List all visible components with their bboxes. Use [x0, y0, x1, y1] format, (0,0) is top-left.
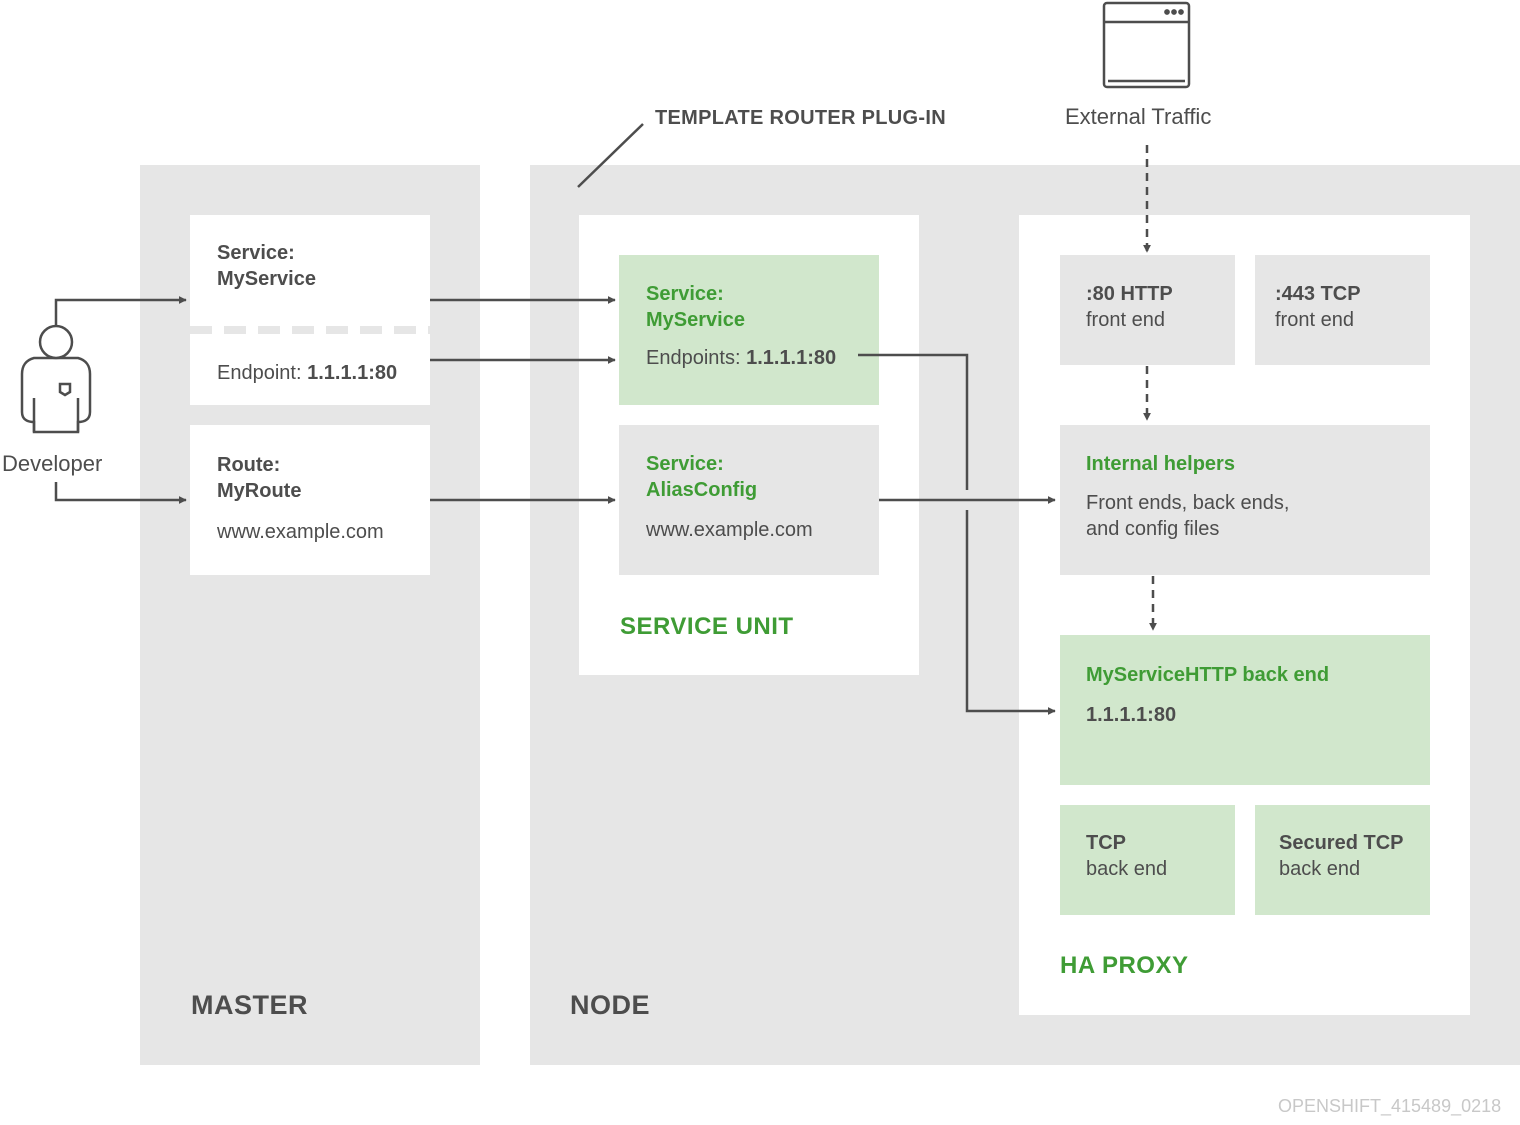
http-back-title: MyServiceHTTP back end [1086, 664, 1330, 686]
http-front-title: :80 HTTP [1086, 283, 1173, 305]
secured-back-sub: back end [1279, 858, 1361, 880]
developer-label: Developer [2, 451, 103, 476]
master-service-card[interactable] [190, 215, 430, 405]
tcp-front-end-box[interactable] [1255, 255, 1430, 365]
secured-back-title: Secured TCP [1279, 832, 1404, 854]
plugin-pointer-line [577, 123, 644, 188]
tcp-front-sub: front end [1275, 309, 1354, 331]
master-service-title: Service: [217, 242, 295, 264]
http-front-end-box[interactable] [1060, 255, 1235, 365]
http-front-sub: front end [1086, 309, 1165, 331]
su-service-title: Service: [646, 283, 724, 305]
developer-to-service-arrow [54, 296, 187, 326]
su-endpoints-prefix: Endpoints: [646, 347, 741, 369]
external-traffic-label: External Traffic [1065, 104, 1212, 129]
master-route-host: www.example.com [217, 521, 384, 543]
master-endpoint: Endpoint: 1.1.1.1:80 [217, 360, 397, 386]
su-service-name: MyService [646, 309, 745, 331]
master-endpoint-value: 1.1.1.1:80 [307, 362, 398, 384]
http-back-value: 1.1.1.1:80 [1086, 704, 1177, 726]
http-back-end-box[interactable] [1060, 635, 1430, 785]
master-service-name: MyService [217, 268, 316, 290]
ha-proxy-label: HA PROXY [1060, 952, 1189, 979]
endpoints-to-backend-arrow [858, 353, 1055, 711]
internal-helpers-box[interactable] [1060, 425, 1430, 575]
browser-window-icon [1102, 1, 1191, 89]
service-unit-label: SERVICE UNIT [620, 613, 794, 640]
tcp-back-sub: back end [1086, 858, 1168, 880]
master-endpoint-prefix: Endpoint: [217, 362, 302, 384]
plugin-label: TEMPLATE ROUTER PLUG-IN [655, 107, 946, 129]
helpers-line1: Front ends, back ends, [1086, 492, 1290, 514]
master-route-card[interactable] [190, 425, 430, 575]
node-label: NODE [570, 990, 651, 1020]
helpers-line2: and config files [1086, 518, 1220, 540]
tcp-back-end-box[interactable] [1060, 805, 1235, 915]
service-unit-service-box[interactable] [619, 255, 879, 405]
su-endpoints-value: 1.1.1.1:80 [746, 347, 837, 369]
footer-code: OPENSHIFT_415489_0218 [1278, 1096, 1502, 1116]
developer-to-route-arrow [54, 482, 187, 504]
helpers-title: Internal helpers [1086, 453, 1235, 475]
service-unit-alias-box[interactable] [619, 425, 879, 575]
su-alias-title: Service: [646, 453, 724, 475]
developer-person-icon [20, 324, 92, 434]
master-route-name: MyRoute [217, 480, 302, 502]
tcp-back-title: TCP [1086, 832, 1126, 854]
secured-tcp-back-end-box[interactable] [1255, 805, 1430, 915]
master-route-title: Route: [217, 454, 281, 476]
su-endpoints: Endpoints: 1.1.1.1:80 [646, 345, 836, 371]
tcp-front-title: :443 TCP [1275, 283, 1361, 305]
su-alias-name: AliasConfig [646, 479, 758, 501]
master-label: MASTER [191, 990, 308, 1020]
su-alias-host: www.example.com [646, 519, 813, 541]
